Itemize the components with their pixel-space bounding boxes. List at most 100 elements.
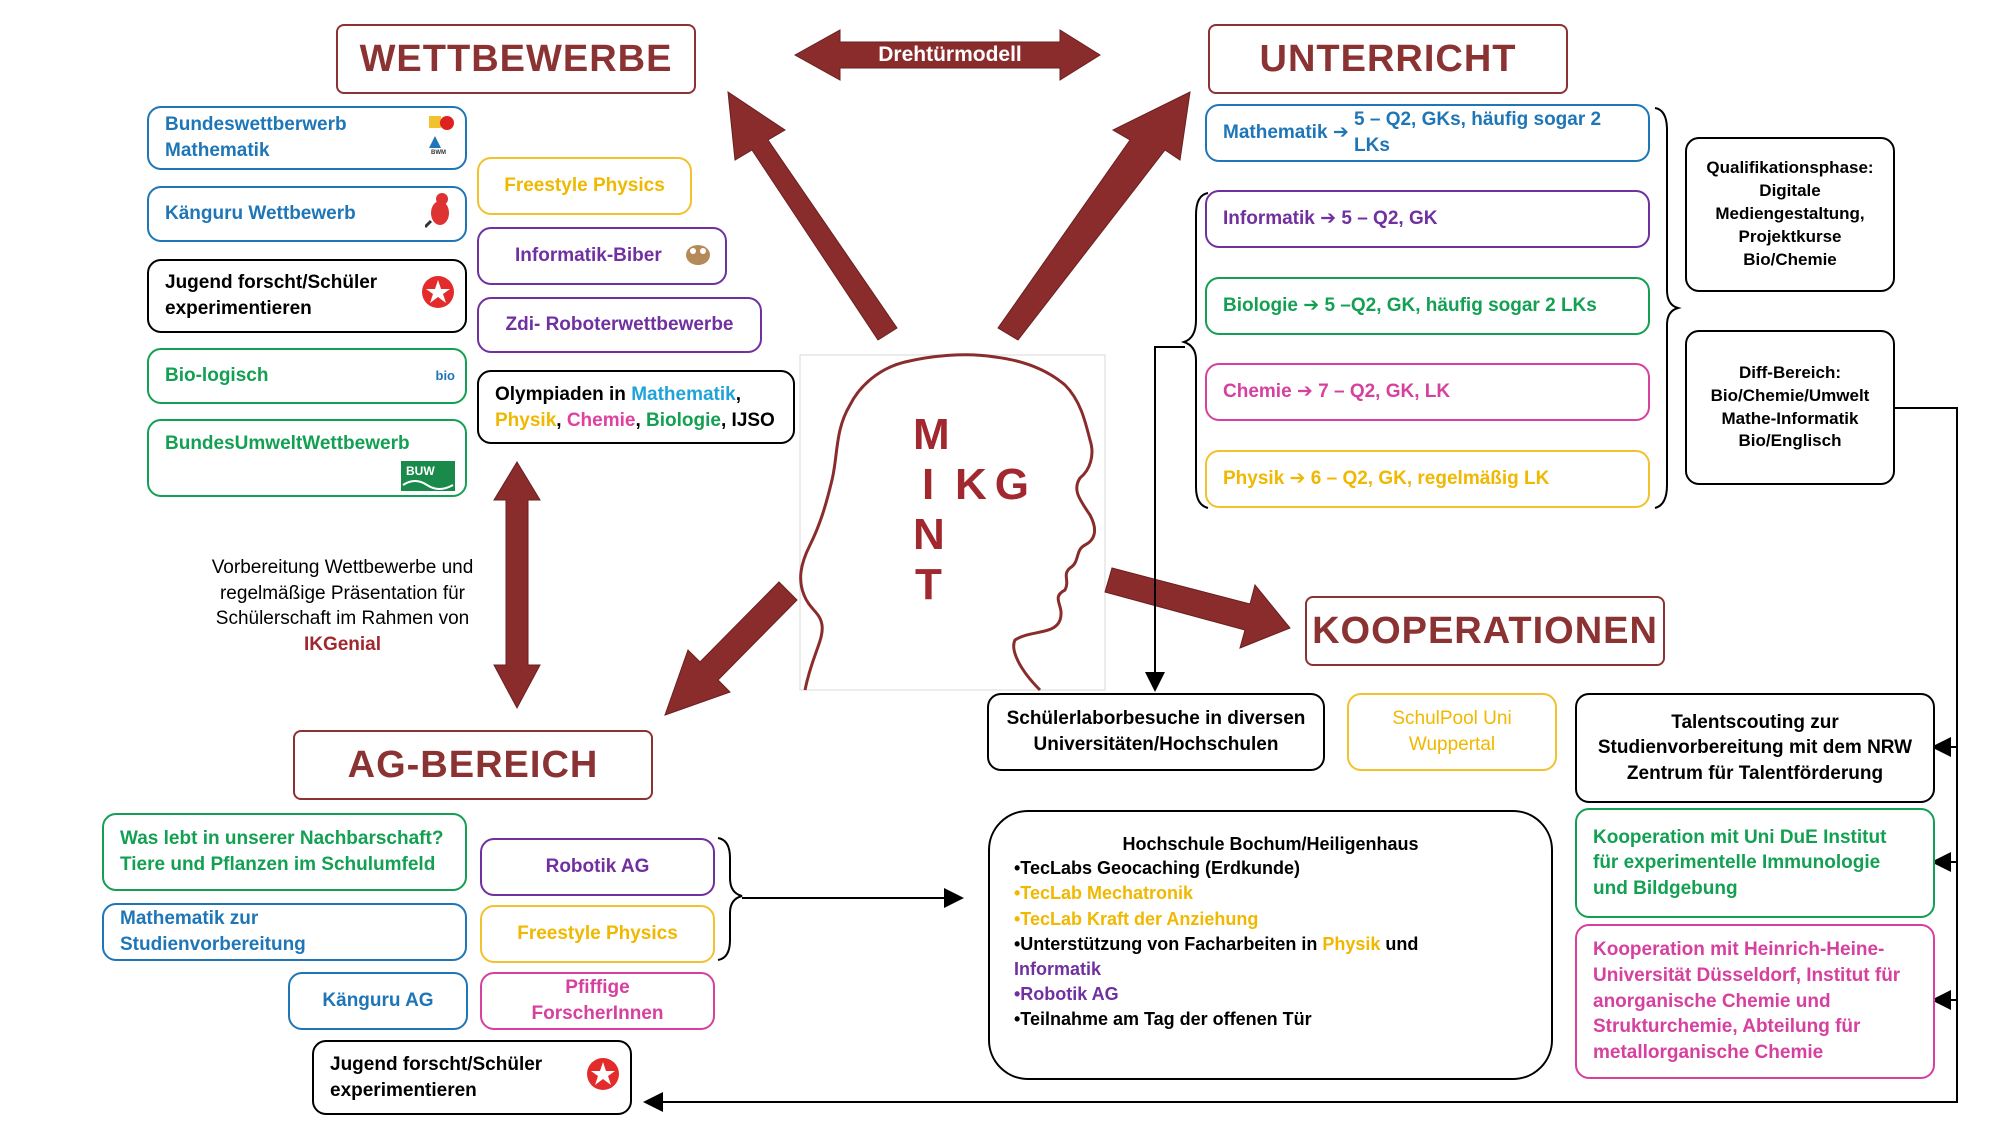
box-jugend-forscht: Jugend forscht/Schüler experimentieren xyxy=(147,259,467,333)
hochschule-item-mechatronik: •TecLab Mechatronik xyxy=(1014,883,1194,904)
arrow-wett-ag xyxy=(493,461,541,710)
box-bundeswettbewerb: Bundeswettberwerb Mathematik BWM xyxy=(147,106,467,170)
box-zdi: Zdi- Roboterwettbewerbe xyxy=(477,297,762,353)
informatik-arrow-icon: ➔ xyxy=(1320,208,1337,230)
hochschule-item-tag: •Teilnahme am Tag der offenen Tür xyxy=(1014,1009,1312,1030)
olympiaden-suffix: , IJSO xyxy=(720,409,775,431)
vorbereitung-note: Vorbereitung Wettbewerbe und regelmäßige… xyxy=(195,555,490,658)
box-diff-bereich: Diff-Bereich: Bio/Chemie/Umwelt Mathe-In… xyxy=(1685,330,1895,485)
arrow-to-wettbewerbe xyxy=(727,90,898,341)
box-unterricht-biologie: Biologie ➔ 5 –Q2, GK, häufig sogar 2 LKs xyxy=(1205,277,1650,335)
hochschule-title: Hochschule Bochum/Heiligenhaus xyxy=(1122,834,1419,854)
facharbeiten-physik: Physik xyxy=(1322,933,1381,954)
olympiaden-sep-1: , xyxy=(735,384,742,405)
box-kaenguru: Känguru Wettbewerb xyxy=(147,186,467,242)
mint-letter-n: N xyxy=(913,510,945,559)
olympiaden-mathematik: Mathematik xyxy=(631,384,736,405)
jugend-forscht-label: Jugend forscht/Schüler experimentieren xyxy=(165,272,378,319)
box-qualifikationsphase: Qualifikationsphase: Digitale Mediengest… xyxy=(1685,137,1895,292)
chemie-arrow-icon: ➔ xyxy=(1296,381,1313,403)
facharbeiten-prefix: •Unterstützung von Facharbeiten in xyxy=(1014,933,1323,954)
chemie-subject: Chemie xyxy=(1223,381,1292,403)
beaver-icon xyxy=(681,237,715,275)
bio-logisch-logo-text: bio xyxy=(435,368,456,384)
hochschule-item-geocaching: •TecLabs Geocaching (Erdkunde) xyxy=(1014,858,1301,879)
box-uni-due: Kooperation mit Uni DuE Institut für exp… xyxy=(1575,808,1935,918)
arrow-to-ag xyxy=(664,581,798,716)
olympiaden-sep-3: , xyxy=(635,409,647,431)
ikgenial-label: IKGenial xyxy=(303,633,382,655)
buw-label: BundesUmweltWettbewerb xyxy=(165,433,410,454)
box-unterricht-informatik: Informatik ➔ 5 – Q2, GK xyxy=(1205,190,1650,248)
informatik-biber-label: Informatik-Biber xyxy=(515,245,662,267)
box-unterricht-physik: Physik ➔ 6 – Q2, GK, regelmäßig LK xyxy=(1205,450,1650,508)
box-ag-robotik: Robotik AG xyxy=(480,838,715,896)
hochschule-list: •TecLabs Geocaching (Erdkunde) •TecLab M… xyxy=(1014,856,1527,1032)
box-olympiaden: Olympiaden in Mathematik, Physik, Chemie… xyxy=(477,370,795,444)
mathematik-detail: 5 – Q2, GKs, häufig sogar 2 LKs xyxy=(1354,109,1602,156)
head-silhouette xyxy=(799,353,1106,692)
brackets xyxy=(717,107,1682,961)
bio-logisch-logo-icon: bio xyxy=(436,367,456,385)
svg-text:BWM: BWM xyxy=(431,150,446,154)
bundeswettbewerb-label: Bundeswettberwerb Mathematik xyxy=(165,114,347,161)
bundeswettbewerb-logo-icon: BWM xyxy=(427,114,455,162)
mint-letter-m: M xyxy=(913,410,950,459)
kg-letters: KG xyxy=(955,460,1037,509)
physik-arrow-icon: ➔ xyxy=(1289,468,1306,490)
box-ag-kaenguru: Känguru AG xyxy=(288,972,468,1030)
vorbereitung-text: Vorbereitung Wettbewerbe und regelmäßige… xyxy=(211,557,474,630)
facharbeiten-informatik: Informatik xyxy=(1014,959,1102,980)
mint-letter-t: T xyxy=(915,560,942,609)
heading-wettbewerbe: WETTBEWERBE xyxy=(336,24,696,94)
olympiaden-sep-2: , xyxy=(556,409,567,431)
box-ag-mathe: Mathematik zur Studienvorbereitung xyxy=(102,903,467,961)
box-unterricht-mathematik: Mathematik ➔ 5 – Q2, GKs, häufig sogar 2… xyxy=(1205,104,1650,162)
box-unterricht-chemie: Chemie ➔ 7 – Q2, GK, LK xyxy=(1205,363,1650,421)
physik-detail: 6 – Q2, GK, regelmäßig LK xyxy=(1310,468,1550,490)
box-hhu: Kooperation mit Heinrich-Heine-Universit… xyxy=(1575,924,1935,1079)
box-bio-logisch: Bio-logisch bio xyxy=(147,348,467,404)
olympiaden-prefix: Olympiaden in xyxy=(495,384,632,405)
hochschule-item-robotik: •Robotik AG xyxy=(1014,984,1119,1005)
box-hochschule-bochum: Hochschule Bochum/Heiligenhaus •TecLabs … xyxy=(988,810,1553,1080)
box-schuelerlabor: Schülerlaborbesuche in diversen Universi… xyxy=(987,693,1325,771)
box-ag-jugend-forscht: Jugend forscht/Schüler experimentieren xyxy=(312,1040,632,1115)
heading-unterricht: UNTERRICHT xyxy=(1208,24,1568,94)
box-ag-nachbarschaft: Was lebt in unserer Nachbarschaft? Tiere… xyxy=(102,813,467,891)
jugend-forscht-logo-icon xyxy=(421,275,455,317)
informatik-subject: Informatik xyxy=(1223,208,1315,230)
biologie-arrow-icon: ➔ xyxy=(1303,295,1320,317)
physik-subject: Physik xyxy=(1223,468,1285,490)
kaenguru-label: Känguru Wettbewerb xyxy=(165,203,356,225)
arrow-to-kooperationen xyxy=(1104,567,1291,649)
kangaroo-icon xyxy=(423,191,455,237)
ag-jugend-forscht-logo-icon xyxy=(586,1057,620,1099)
box-ag-freestyle: Freestyle Physics xyxy=(480,905,715,963)
box-informatik-biber: Informatik-Biber xyxy=(477,227,727,285)
connectors xyxy=(643,346,1958,1112)
main-arrows xyxy=(493,29,1291,716)
arrow-to-unterricht xyxy=(997,91,1191,341)
buw-logo-icon: BUW xyxy=(401,461,455,499)
chemie-detail: 7 – Q2, GK, LK xyxy=(1318,381,1451,403)
olympiaden-physik: Physik xyxy=(495,409,557,431)
heading-ag-bereich: AG-BEREICH xyxy=(293,730,653,800)
olympiaden-chemie: Chemie xyxy=(566,409,636,431)
facharbeiten-und: und xyxy=(1380,933,1419,954)
mathematik-arrow-icon: ➔ xyxy=(1332,122,1349,144)
heading-kooperationen: KOOPERATIONEN xyxy=(1305,596,1665,666)
hochschule-item-facharbeiten: •Unterstützung von Facharbeiten in Physi… xyxy=(1014,932,1527,982)
box-talentscouting: Talentscouting zur Studienvorbereitung m… xyxy=(1575,693,1935,803)
biologie-detail: 5 –Q2, GK, häufig sogar 2 LKs xyxy=(1324,295,1597,317)
arrow-drehtuer xyxy=(793,29,1101,81)
ag-jugend-forscht-label: Jugend forscht/Schüler experimentieren xyxy=(330,1053,543,1101)
box-freestyle-physics-wett: Freestyle Physics xyxy=(477,157,692,215)
olympiaden-biologie: Biologie xyxy=(646,409,721,431)
bio-logisch-label: Bio-logisch xyxy=(165,365,269,387)
biologie-subject: Biologie xyxy=(1223,295,1298,317)
svg-text:BUW: BUW xyxy=(406,464,435,478)
drehtuer-label: Drehtürmodell xyxy=(878,43,1022,66)
box-ag-pfiffige: Pfiffige ForscherInnen xyxy=(480,972,715,1030)
